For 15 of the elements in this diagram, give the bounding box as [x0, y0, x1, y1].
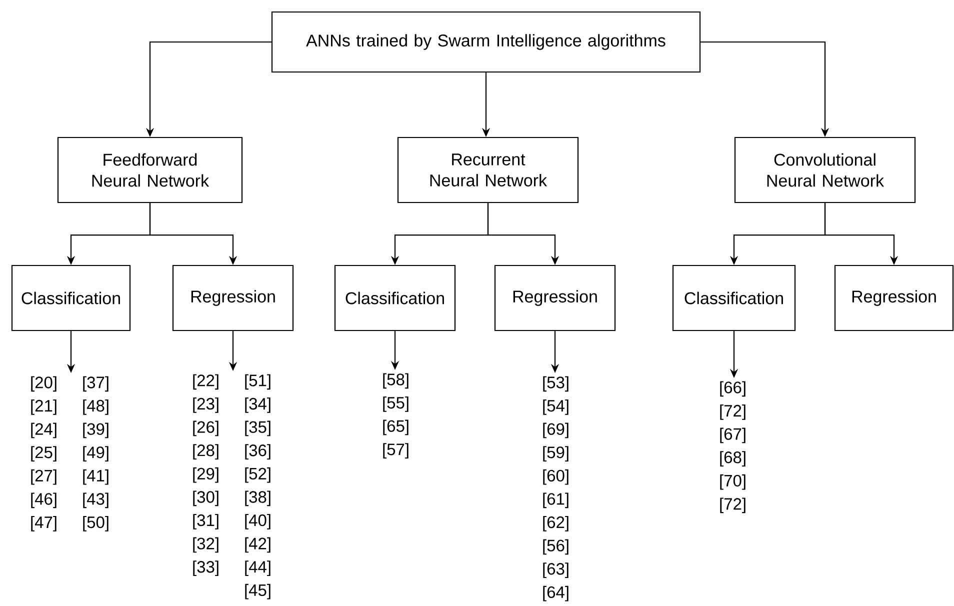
category-box: Regression	[494, 264, 616, 332]
category-box: Feedforward Neural Network	[57, 136, 243, 204]
category-box: Classification	[672, 264, 796, 332]
reference-list: [58] [55] [65] [57]	[383, 373, 408, 458]
category-box: Classification	[334, 264, 456, 332]
category-box: Convolutional Neural Network	[734, 136, 916, 204]
category-box: Regression	[834, 264, 954, 332]
reference-list: [53] [54] [69] [59] [60] [61] [62] [56] [63] [64]	[543, 376, 568, 602]
reference-list: [20] [21] [24] [25] [27] [46] [47] [37] [48] [39] [49] [41] [43] [50]	[31, 376, 108, 532]
title-box: ANNs trained by Swarm Intelligence algorithms	[271, 11, 701, 73]
category-box: Classification	[11, 264, 131, 332]
reference-list: [66] [72] [67] [68] [70] [72]	[720, 381, 746, 514]
category-box: Regression	[172, 264, 294, 332]
category-box: Recurrent Neural Network	[397, 136, 579, 204]
reference-list: [22] [23] [26] [28] [29] [30] [31] [32] [33] [51] [34] [35] [36] [52] [38] [40] [42] [44] [45]	[193, 374, 270, 600]
